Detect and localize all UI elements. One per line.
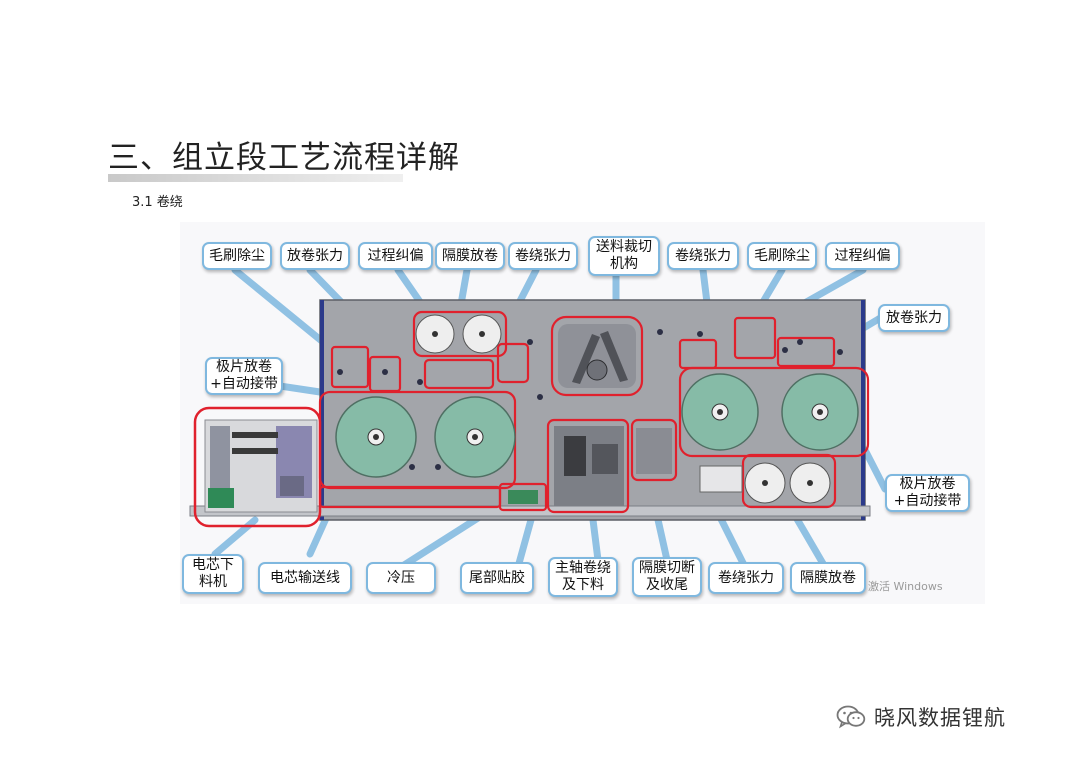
highlight-boxes <box>318 310 870 514</box>
wechat-icon <box>836 705 866 729</box>
title-underline <box>108 174 403 182</box>
callout-unwind-tension-right: 放卷张力 <box>878 304 950 332</box>
callout-mandrel-winding-unload: 主轴卷绕及下料 <box>548 557 618 597</box>
callout-separator-unwind-top: 隔膜放卷 <box>435 242 505 270</box>
electrode-unwind-rolls-left <box>335 396 516 478</box>
callout-brush-dust-removal-right: 毛刷除尘 <box>747 242 817 270</box>
callout-web-guiding-right: 过程纠偏 <box>825 242 900 270</box>
guide-rollers <box>337 329 843 470</box>
callout-winding-tension-bottom: 卷绕张力 <box>708 562 784 594</box>
callout-winding-tension-top-left: 卷绕张力 <box>508 242 578 270</box>
callout-electrode-unwind-splice-right: 极片放卷+自动接带 <box>885 474 970 512</box>
callout-cell-conveyor: 电芯输送线 <box>258 562 352 594</box>
brand-watermark: 晓风数据锂航 <box>836 702 1006 732</box>
winding-machine-figure: 毛刷除尘 放卷张力 过程纠偏 隔膜放卷 卷绕张力 送料裁切机构 卷绕张力 毛刷除… <box>180 222 985 604</box>
callout-winding-tension-top-right: 卷绕张力 <box>667 242 739 270</box>
callout-brush-dust-removal-left: 毛刷除尘 <box>202 242 272 270</box>
cell-unloader-machine <box>193 406 322 528</box>
activation-watermark: 激活 Windows <box>868 580 943 593</box>
callout-electrode-unwind-splice-left: 极片放卷+自动接带 <box>205 357 283 395</box>
callout-cell-unloader: 电芯下料机 <box>182 554 244 594</box>
winding-head <box>508 324 672 506</box>
callout-unwind-tension-left: 放卷张力 <box>280 242 350 270</box>
electrode-unwind-rolls-right <box>681 373 859 451</box>
page-title: 三、组立段工艺流程详解 <box>108 140 460 176</box>
callout-tail-taping: 尾部贴胶 <box>460 562 534 594</box>
callout-separator-unwind-bottom: 隔膜放卷 <box>790 562 866 594</box>
callout-separator-cut-finish: 隔膜切断及收尾 <box>632 557 702 597</box>
callout-feed-cutting-mechanism: 送料裁切机构 <box>588 236 660 276</box>
brand-name: 晓风数据锂航 <box>874 706 1006 730</box>
callout-cold-press: 冷压 <box>366 562 436 594</box>
callout-web-guiding-left: 过程纠偏 <box>358 242 433 270</box>
separator-unwind-rolls-left <box>415 314 502 354</box>
machine-diagram <box>189 266 889 571</box>
section-heading: 3.1 卷绕 <box>132 195 183 210</box>
separator-unwind-rolls-right <box>699 462 831 504</box>
